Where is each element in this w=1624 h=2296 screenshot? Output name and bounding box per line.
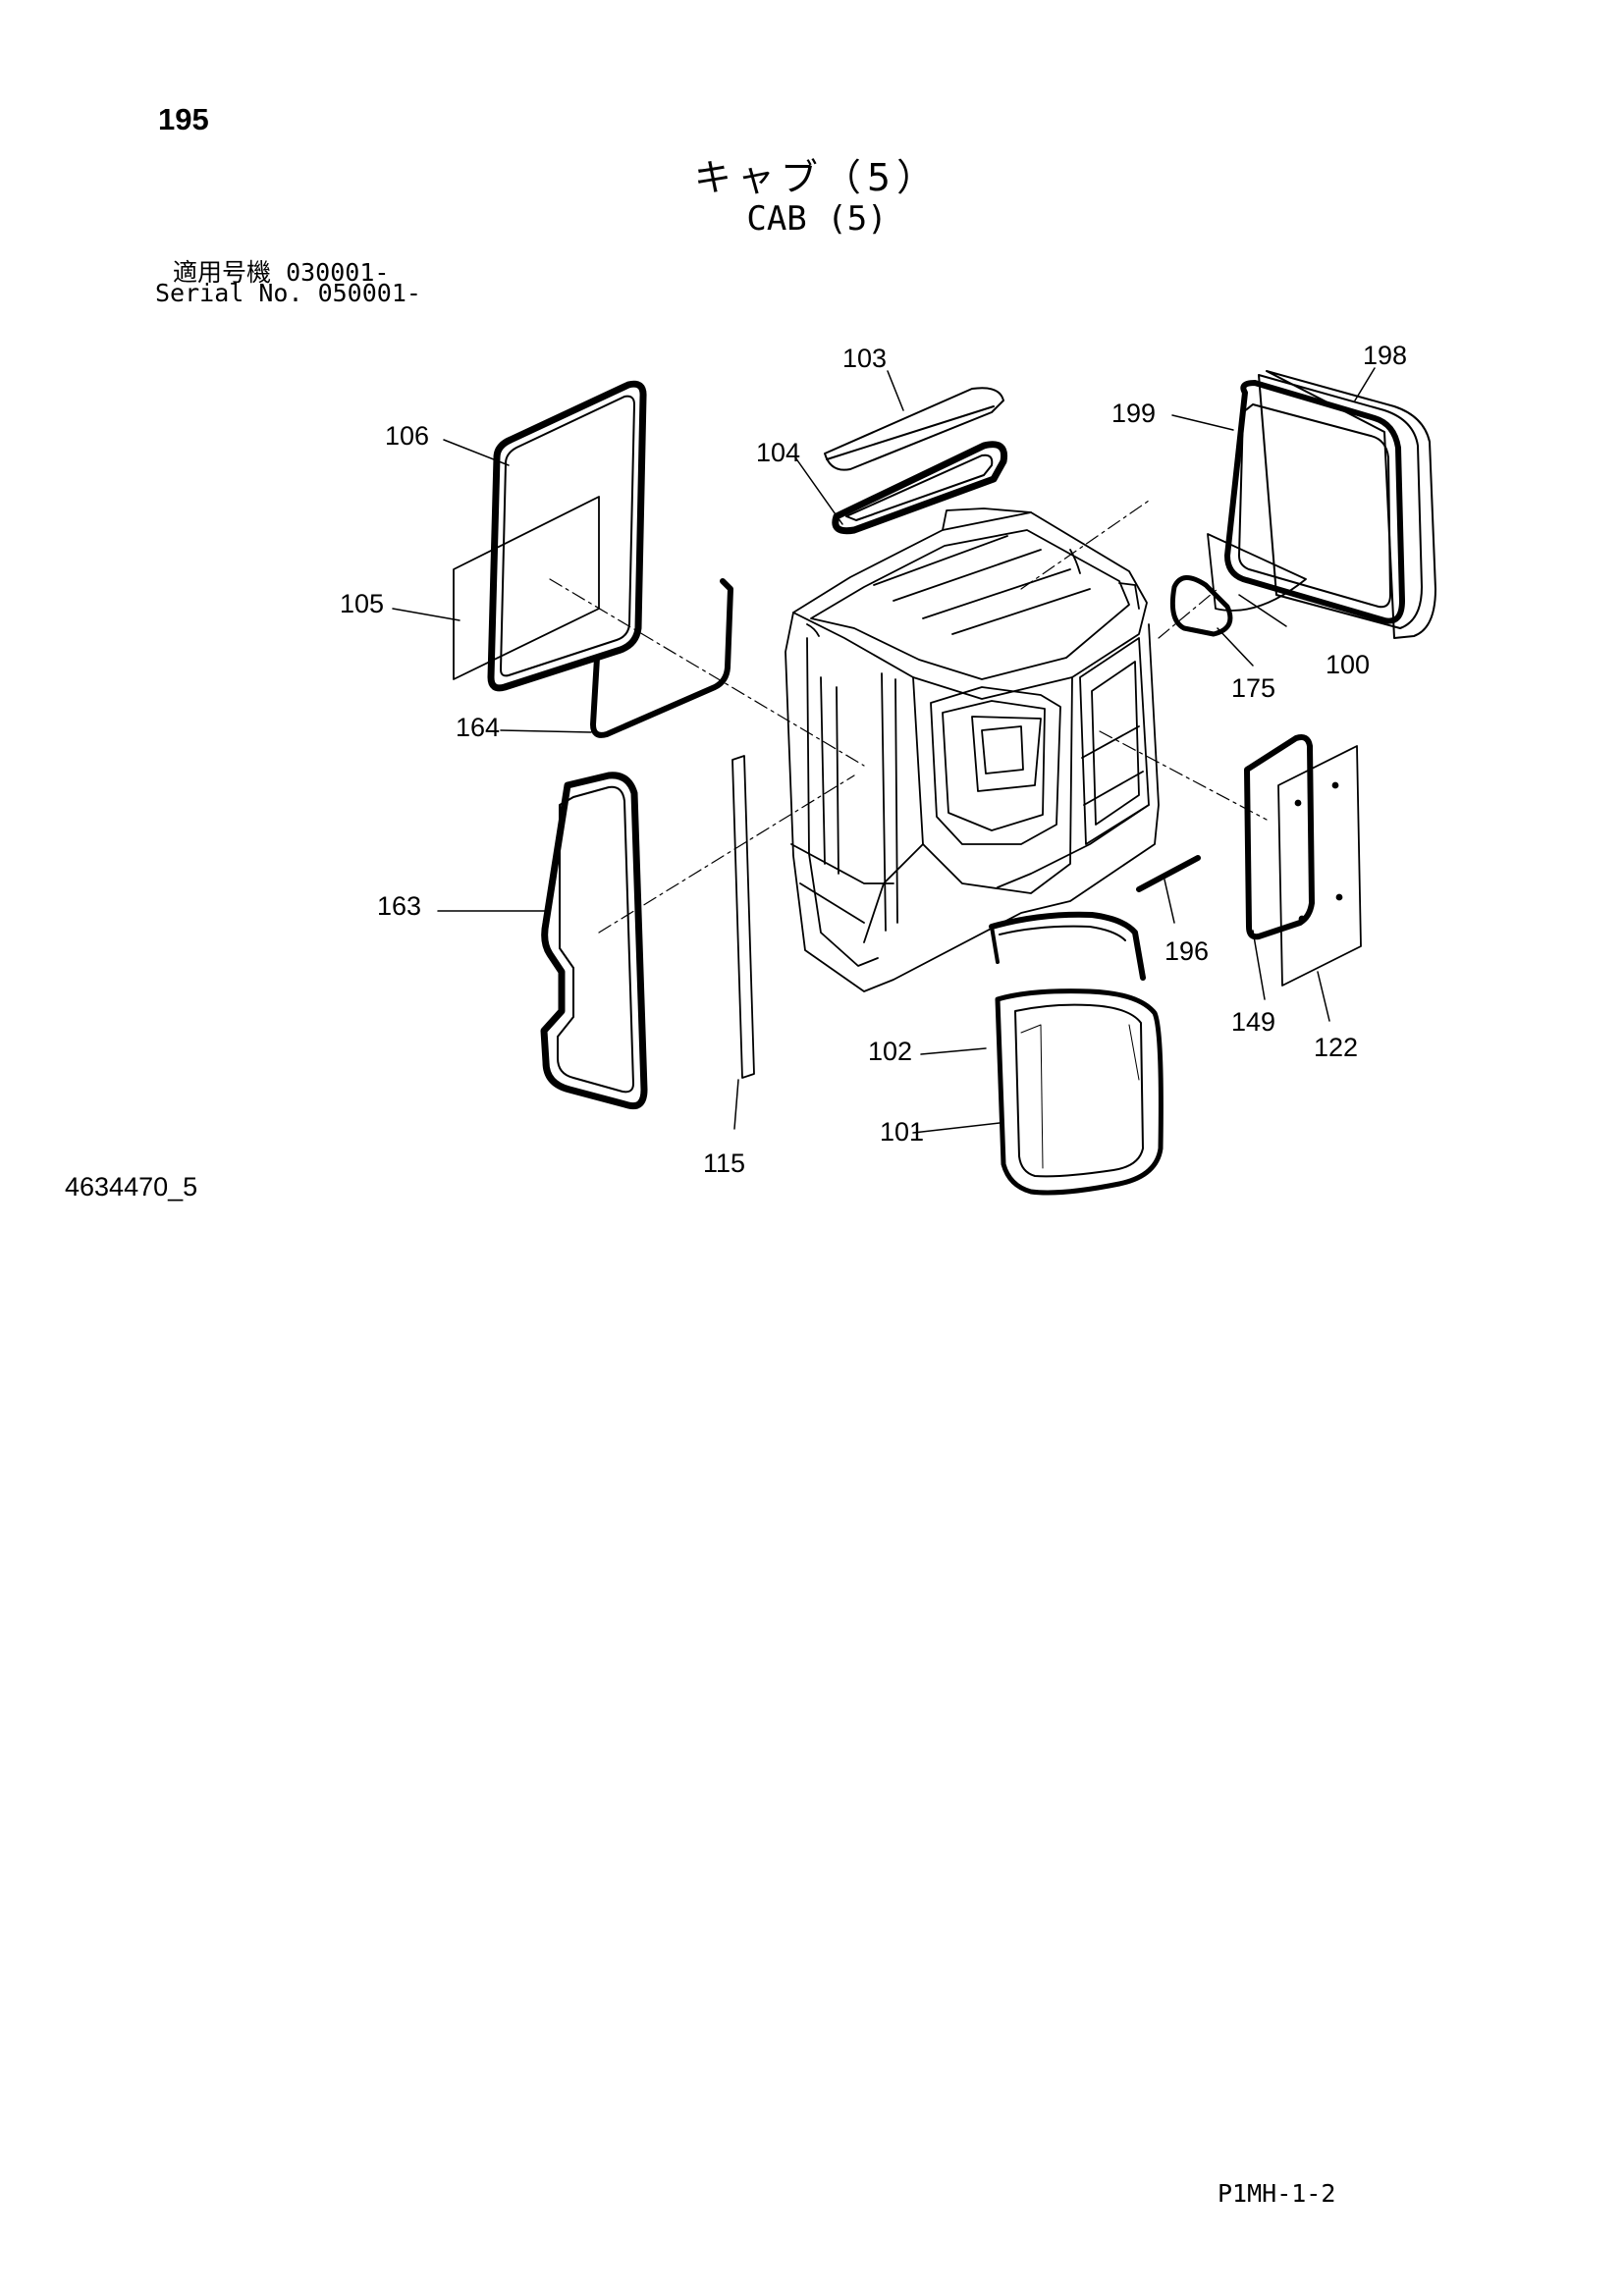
serial-value-english: 050001- — [317, 279, 421, 307]
part-102-front-seal — [989, 911, 1146, 981]
part-163-door-glass — [540, 772, 648, 1110]
callout-103: 103 — [842, 344, 887, 373]
callout-149: 149 — [1231, 1007, 1275, 1037]
part-122-side-panel — [1277, 745, 1362, 987]
part-175-mirror — [1169, 575, 1233, 637]
serial-label-english: Serial No. — [155, 279, 303, 307]
part-106-glass-seal — [487, 380, 647, 692]
callout-105: 105 — [340, 589, 384, 618]
callout-163: 163 — [377, 891, 421, 921]
callout-106: 106 — [385, 421, 429, 451]
part-103-roof-panel — [824, 387, 1004, 471]
callout-164: 164 — [456, 713, 500, 742]
assembly-alignment-lines — [549, 500, 1268, 934]
serial-value-japanese: 030001- — [286, 258, 390, 287]
part-100-glass-wedge — [1207, 533, 1307, 612]
callout-104: 104 — [756, 438, 800, 467]
callout-196: 196 — [1164, 936, 1209, 966]
page-number: 195 — [158, 102, 209, 136]
part-199-rear-seal — [1224, 380, 1405, 624]
callout-101: 101 — [880, 1117, 924, 1147]
callout-leader-lines — [392, 367, 1376, 1134]
page-title-japanese: キャブ（5） — [693, 156, 941, 199]
part-101-front-glass — [995, 988, 1164, 1196]
part-105-glass-pane — [453, 496, 600, 680]
callout-115: 115 — [703, 1148, 745, 1178]
cab-frame-assembly — [785, 507, 1160, 992]
serial-label-japanese: 適用号機 — [173, 258, 272, 287]
part-164-seal-strip — [590, 578, 733, 738]
serial-row-japanese: 適用号機 030001- — [173, 253, 389, 289]
callout-122: 122 — [1314, 1033, 1358, 1062]
part-196-short-seal — [1136, 855, 1201, 892]
callout-100: 100 — [1326, 650, 1370, 679]
part-198-rear-panel — [1266, 370, 1436, 639]
part-115-vertical-strip — [731, 755, 755, 1079]
cab-exploded-diagram: 103 104 198 199 106 105 164 175 100 163 … — [340, 341, 1436, 1196]
drawing-id: 4634470_5 — [65, 1172, 198, 1201]
callout-198: 198 — [1363, 341, 1407, 370]
serial-row-english: Serial No. 050001- — [155, 279, 421, 307]
callout-labels: 103 104 198 199 106 105 164 175 100 163 … — [340, 341, 1407, 1178]
page-title-english: CAB (5) — [746, 199, 888, 239]
part-104-roof-seal — [832, 441, 1008, 535]
callout-199: 199 — [1111, 399, 1156, 428]
page-code: P1MH-1-2 — [1218, 2179, 1336, 2208]
callout-102: 102 — [868, 1037, 912, 1066]
callout-175: 175 — [1231, 673, 1275, 703]
part-149-side-seal — [1244, 734, 1315, 940]
